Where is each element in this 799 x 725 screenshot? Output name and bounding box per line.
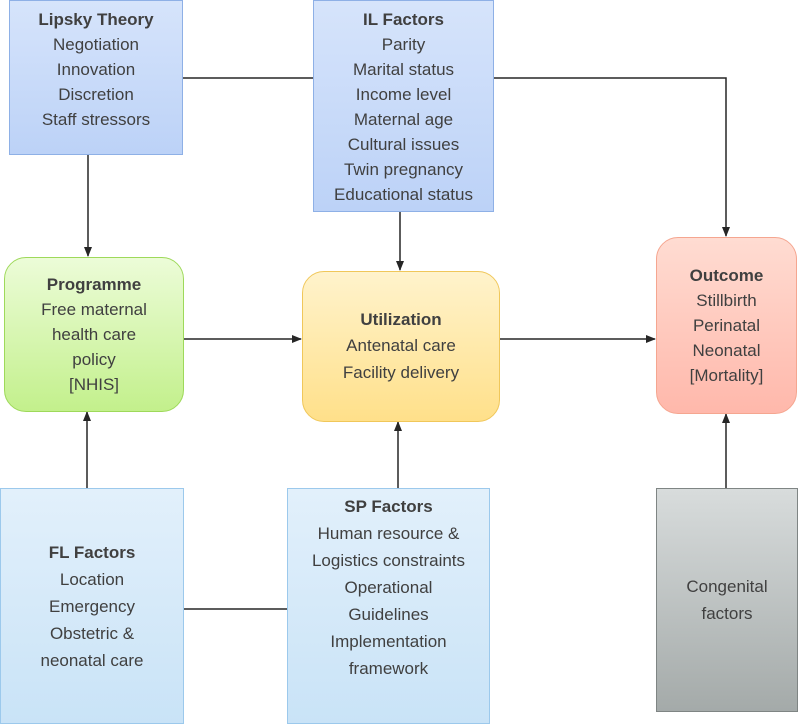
fl-factors-title: FL Factors xyxy=(48,542,136,562)
programme-box: Programme Free maternal health care poli… xyxy=(4,257,184,412)
il-factor-item: Cultural issues xyxy=(347,135,460,154)
sp-factor-item: framework xyxy=(348,659,429,678)
outcome-box: Outcome Stillbirth Perinatal Neonatal [M… xyxy=(656,237,797,414)
fl-factor-item: neonatal care xyxy=(40,650,144,670)
il-factors-box: IL Factors Parity Marital status Income … xyxy=(313,0,494,212)
programme-item: Free maternal xyxy=(41,300,147,319)
fl-factor-item: Location xyxy=(59,569,125,589)
outcome-title: Outcome xyxy=(689,266,764,285)
utilization-item: Antenatal care xyxy=(346,336,456,355)
lipsky-item: Negotiation xyxy=(52,35,139,54)
il-factor-item: Marital status xyxy=(352,60,455,79)
outcome-item: Neonatal xyxy=(692,341,761,360)
outcome-item: Stillbirth xyxy=(696,291,757,310)
lipsky-item: Discretion xyxy=(58,85,134,104)
outcome-item: [Mortality] xyxy=(689,366,764,385)
lipsky-item: Innovation xyxy=(56,60,136,79)
congenital-label: Congenital xyxy=(686,577,768,596)
fl-factors-box: FL Factors Location Emergency Obstetric … xyxy=(0,488,184,724)
connector-il-to-outcome xyxy=(493,77,730,237)
il-factor-item: Income level xyxy=(355,85,452,104)
il-factor-item: Educational status xyxy=(334,185,473,204)
programme-item: health care xyxy=(51,325,137,344)
programme-item: [NHIS] xyxy=(68,375,120,394)
utilization-title: Utilization xyxy=(360,310,442,329)
fl-factor-item: Obstetric & xyxy=(49,623,135,643)
utilization-box: Utilization Antenatal care Facility deli… xyxy=(302,271,500,422)
sp-factor-item: Operational xyxy=(344,578,433,597)
congenital-label: factors xyxy=(701,604,753,623)
programme-title: Programme xyxy=(46,275,142,294)
fl-factor-item: Emergency xyxy=(49,596,135,616)
lipsky-item: Staff stressors xyxy=(41,110,151,129)
sp-factors-box: SP Factors Human resource & Logistics co… xyxy=(287,488,490,724)
outcome-item: Perinatal xyxy=(692,316,761,335)
sp-factor-item: Logistics constraints xyxy=(311,551,466,570)
lipsky-theory-box: Lipsky Theory Negotiation Innovation Dis… xyxy=(9,0,183,155)
sp-factor-item: Human resource & xyxy=(317,524,460,543)
sp-factor-item: Guidelines xyxy=(348,605,429,624)
sp-factors-title: SP Factors xyxy=(344,497,433,516)
il-factor-item: Parity xyxy=(381,35,426,54)
lipsky-theory-title: Lipsky Theory xyxy=(38,10,154,29)
il-factor-item: Maternal age xyxy=(353,110,454,129)
sp-factor-item: Implementation xyxy=(330,632,447,651)
programme-item: policy xyxy=(72,350,116,369)
congenital-factors-box: Congenital factors xyxy=(656,488,798,712)
utilization-item: Facility delivery xyxy=(342,363,460,382)
il-factor-item: Twin pregnancy xyxy=(343,160,464,179)
il-factors-title: IL Factors xyxy=(363,10,444,29)
